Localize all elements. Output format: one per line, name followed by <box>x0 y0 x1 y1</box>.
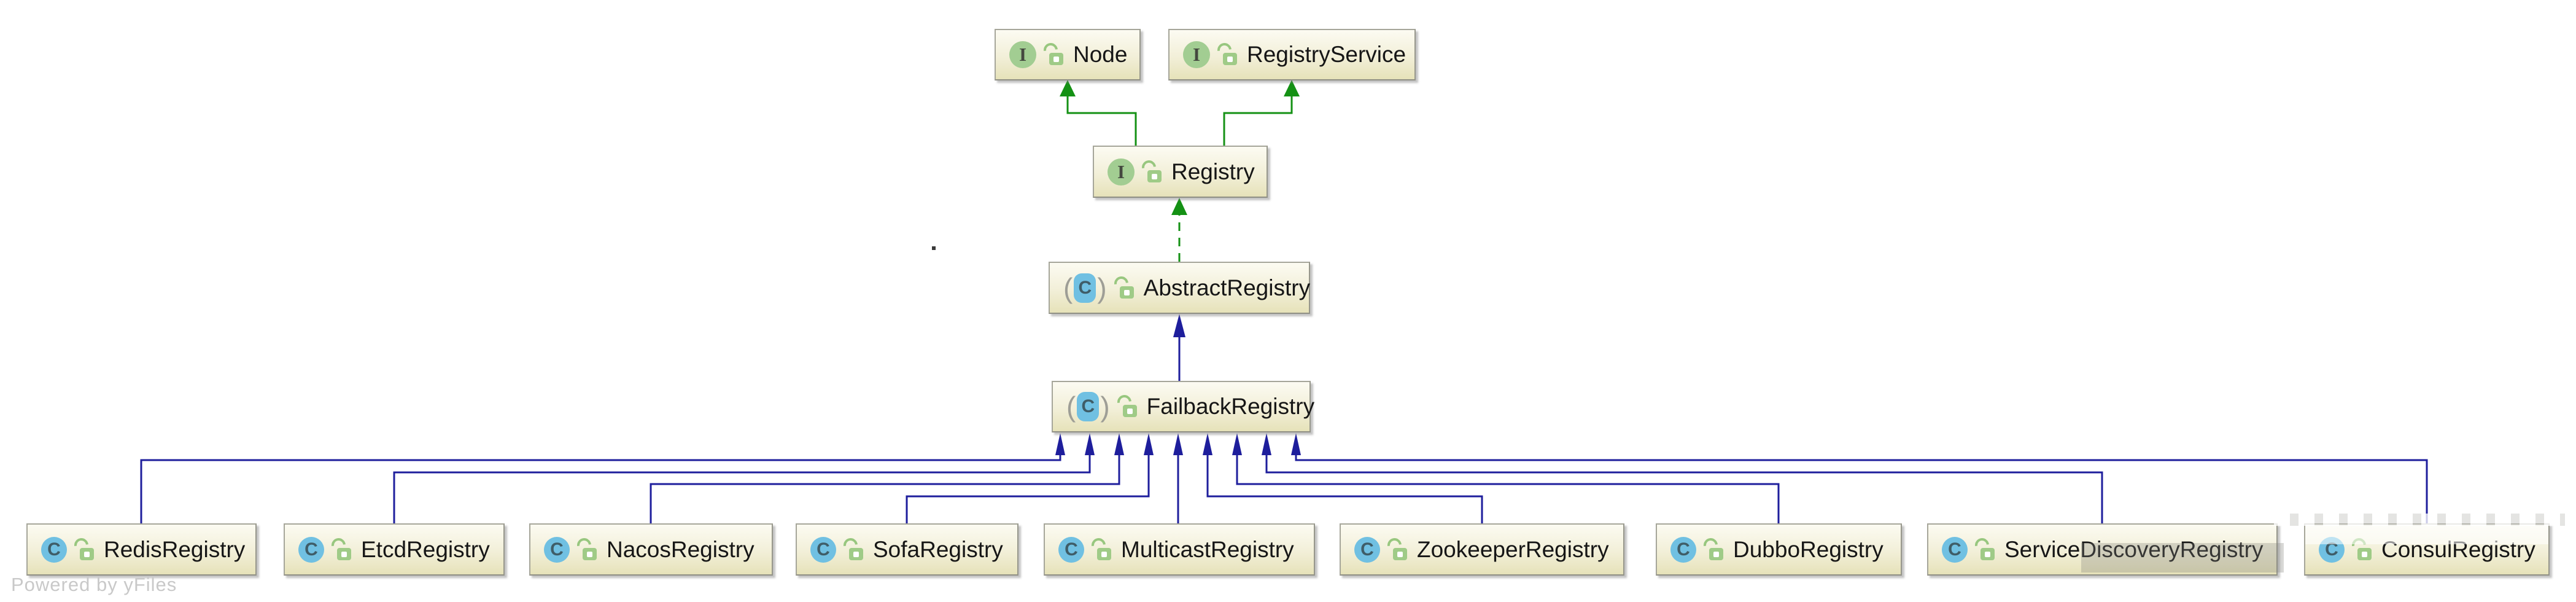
edge-zookeeperregistry-failbackregistry <box>1206 455 1483 523</box>
class-name-label: RegistryService <box>1247 42 1406 67</box>
class-name-label: Node <box>1073 42 1128 67</box>
edge-registry-node <box>1066 96 1137 146</box>
class-name-label: SofaRegistry <box>873 536 1003 562</box>
class-icon: C <box>298 536 324 563</box>
class-icon: C <box>41 536 67 563</box>
public-lock-icon <box>1041 40 1063 66</box>
public-lock-icon <box>1384 534 1407 561</box>
node-box-nacosregistry[interactable]: C NacosRegistry <box>529 523 773 576</box>
node-box-sofaregistry[interactable]: C SofaRegistry <box>796 523 1018 576</box>
arrowhead-failbackregistry-abstractregistry <box>1173 314 1185 337</box>
abstract-class-icon: C <box>1066 390 1110 423</box>
class-name-label: ConsulRegistry <box>2381 536 2535 562</box>
class-name-label: Registry <box>1171 158 1255 184</box>
node-box-redisregistry[interactable]: C RedisRegistry <box>26 523 257 576</box>
node-box-dubboregistry[interactable]: C DubboRegistry <box>1656 523 1902 576</box>
arrowhead-abstractregistry-registry <box>1171 198 1187 215</box>
public-lock-icon <box>71 534 94 561</box>
edge-consulregistry-failbackregistry <box>1295 455 2428 523</box>
edge-sofaregistry-failbackregistry <box>906 455 1150 523</box>
public-lock-icon <box>1139 157 1162 184</box>
public-lock-icon <box>840 534 863 561</box>
stray-mark <box>932 246 936 250</box>
class-name-label: AbstractRegistry <box>1143 275 1311 300</box>
public-lock-icon <box>328 534 351 561</box>
edge-registry-registryservice <box>1223 96 1293 146</box>
powered-by-yfiles-label: Powered by yFiles <box>11 574 177 595</box>
edge-nacosregistry-failbackregistry <box>650 455 1120 523</box>
class-icon: C <box>1942 536 1968 563</box>
edge-servicediscoveryregistry-failbackregistry <box>1265 455 2103 523</box>
public-lock-icon <box>1972 534 1995 561</box>
class-icon: C <box>544 536 570 563</box>
class-name-label: MulticastRegistry <box>1121 536 1294 562</box>
node-box-zookeeperregistry[interactable]: C ZookeeperRegistry <box>1340 523 1624 576</box>
class-icon: C <box>1670 536 1696 563</box>
edge-redisregistry-failbackregistry <box>140 455 1061 523</box>
class-icon: C <box>2319 536 2345 563</box>
public-lock-icon <box>1088 534 1111 561</box>
node-box-etcdregistry[interactable]: C EtcdRegistry <box>284 523 505 576</box>
public-lock-icon <box>1701 534 1723 561</box>
interface-icon: I <box>1009 41 1036 68</box>
class-icon: C <box>1354 536 1380 563</box>
arrowhead-registry-registryservice <box>1284 80 1300 96</box>
node-box-consulregistry[interactable]: C ConsulRegistry <box>2304 523 2550 576</box>
abstract-class-icon: C <box>1063 272 1107 305</box>
class-name-label: ZookeeperRegistry <box>1417 536 1609 562</box>
node-box-abstractregistry[interactable]: C AbstractRegistry <box>1049 262 1310 314</box>
interface-icon: I <box>1183 41 1210 68</box>
public-lock-icon <box>1214 40 1237 66</box>
arrowhead-registry-node <box>1060 80 1076 96</box>
edge-etcdregistry-failbackregistry <box>393 455 1091 523</box>
node-box-servicediscoveryregistry[interactable]: C ServiceDiscoveryRegistry <box>1927 523 2278 576</box>
class-icon: C <box>1058 536 1084 563</box>
node-box-registry[interactable]: I Registry <box>1093 146 1268 198</box>
class-icon: C <box>810 536 836 563</box>
edge-dubboregistry-failbackregistry <box>1236 455 1780 523</box>
node-box-registryservice[interactable]: I RegistryService <box>1168 29 1416 80</box>
public-lock-icon <box>1114 392 1137 418</box>
class-name-label: EtcdRegistry <box>361 536 490 562</box>
public-lock-icon <box>2349 534 2372 561</box>
class-name-label: NacosRegistry <box>607 536 755 562</box>
node-box-multicastregistry[interactable]: C MulticastRegistry <box>1044 523 1315 576</box>
class-name-label: ServiceDiscoveryRegistry <box>2004 536 2264 562</box>
public-lock-icon <box>1111 273 1134 300</box>
node-box-failbackregistry[interactable]: C FailbackRegistry <box>1052 381 1315 432</box>
interface-icon: I <box>1108 158 1135 186</box>
public-lock-icon <box>574 534 597 561</box>
class-name-label: DubboRegistry <box>1733 536 1884 562</box>
node-box-node[interactable]: I Node <box>995 29 1141 80</box>
class-name-label: RedisRegistry <box>104 536 246 562</box>
class-name-label: FailbackRegistry <box>1146 394 1315 419</box>
